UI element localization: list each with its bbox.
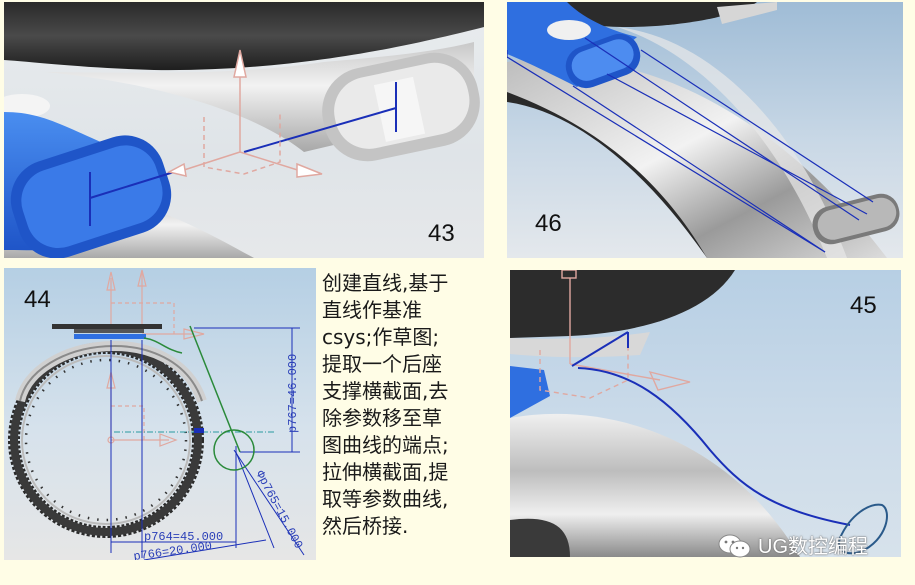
- step-description: 创建直线,基于 直线作基准 csys;作草图; 提取一个后座 支撑横截面,去 除…: [322, 270, 502, 540]
- dim-p764: p764=45.000: [144, 530, 223, 544]
- dim-p765: Φp765=15.000: [252, 468, 305, 551]
- caption-line: 创建直线,基于: [322, 271, 449, 295]
- figure-46: 46: [507, 2, 903, 258]
- figure-45: 45: [510, 270, 901, 557]
- dim-p767: p767=46.000: [286, 354, 300, 433]
- figure-number: 45: [850, 292, 877, 319]
- figure-46-render: [507, 2, 900, 258]
- caption-line: 拉伸横截面,提: [322, 460, 449, 484]
- figure-43-render: [4, 2, 484, 258]
- caption-line: 提取一个后座: [322, 352, 442, 376]
- caption-line: 支撑横截面,去: [322, 379, 449, 403]
- caption-line: 直线作基准: [322, 298, 422, 322]
- caption-line: 图曲线的端点;: [322, 433, 449, 457]
- figure-44: p767=46.000 Φp765=15.000 p764=45.000 p76…: [4, 268, 316, 560]
- caption-line: csys;作草图;: [322, 325, 440, 349]
- wechat-icon: [718, 534, 752, 557]
- figure-number: 46: [535, 210, 562, 237]
- figure-44-sketch: p767=46.000 Φp765=15.000 p764=45.000 p76…: [8, 269, 305, 560]
- figure-43: 43: [4, 2, 484, 258]
- watermark: UG数控编程: [718, 530, 868, 559]
- caption-line: 然后桥接.: [322, 514, 409, 538]
- figure-number: 44: [24, 286, 51, 313]
- caption-line: 取等参数曲线,: [322, 487, 449, 511]
- figure-45-render: [510, 270, 888, 557]
- caption-line: 除参数移至草: [322, 406, 442, 430]
- figure-number: 43: [428, 220, 455, 247]
- watermark-text: UG数控编程: [758, 536, 868, 558]
